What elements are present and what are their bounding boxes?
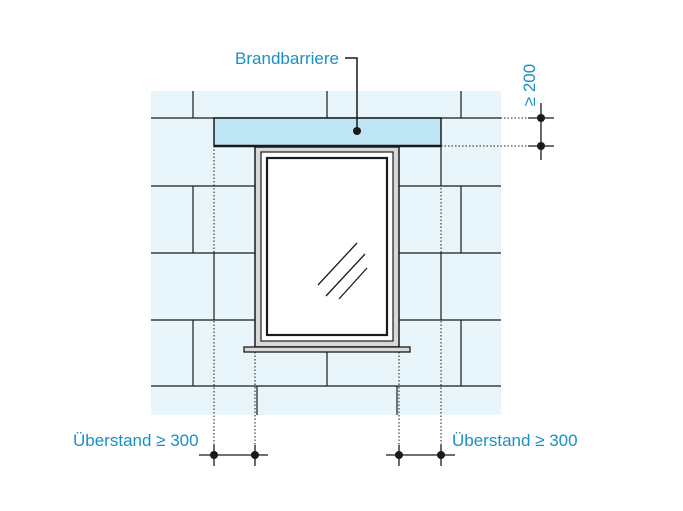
overhang-left-dimension [199, 445, 268, 466]
fire-barrier-block [213, 117, 442, 147]
overhang-right-dimension [386, 445, 455, 466]
height-dimension [528, 103, 554, 160]
overhang-left-label: Überstand ≥ 300 [73, 431, 199, 450]
fire-barrier-label: Brandbarriere [235, 49, 339, 68]
window [243, 146, 411, 353]
extension-lines [213, 117, 548, 460]
min-height-label: ≥ 200 [520, 64, 539, 106]
glass-reflection-icon [317, 242, 368, 300]
barrier-leader [345, 57, 361, 135]
overhang-right-label: Überstand ≥ 300 [452, 431, 578, 450]
window-sill [243, 346, 411, 353]
window-glass [265, 156, 389, 337]
